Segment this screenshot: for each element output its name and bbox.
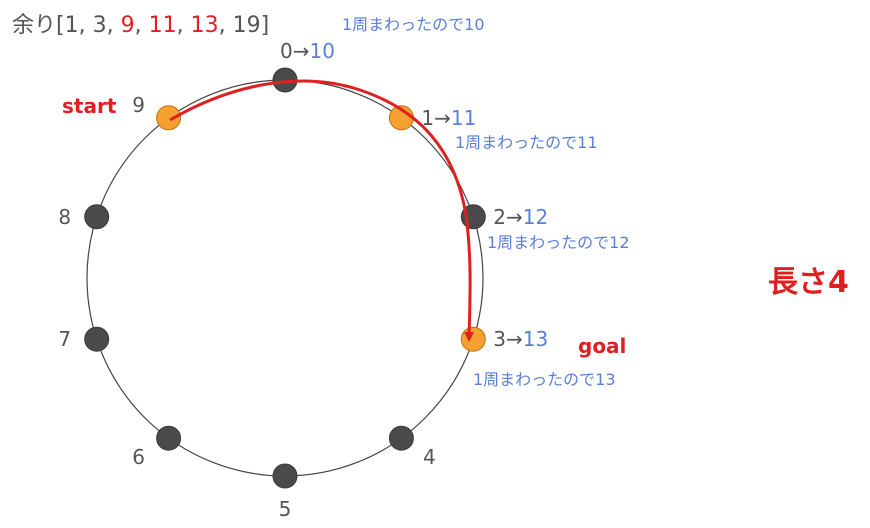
node-label-9: 9 [132, 93, 145, 117]
start-label: start [62, 94, 117, 118]
node-label-4: 4 [423, 445, 436, 469]
remainder-list-suffix: ] [261, 13, 270, 38]
path-arrow [169, 79, 475, 342]
remainder-list-prefix: 余り[ [12, 13, 65, 38]
remainder-value: 1 [65, 13, 79, 38]
node-label-3: 3→13 [493, 327, 548, 351]
node-label-5: 5 [279, 497, 292, 521]
length-label: 長さ4 [768, 265, 849, 300]
node-label-7: 7 [58, 327, 71, 351]
node-label-mapped: 11 [451, 106, 476, 130]
remainder-list: 余り[1, 3, 9, 11, 13, 19] [12, 13, 269, 38]
remainder-separator: , [219, 13, 233, 38]
note-node-2: 1周まわったので12 [487, 233, 630, 252]
goal-label: goal [578, 334, 626, 358]
note-node-3: 1周まわったので13 [473, 370, 616, 389]
remainder-separator: , [177, 13, 191, 38]
node-label-source: 0→ [280, 39, 309, 63]
node-label-1: 1→11 [421, 106, 476, 130]
node-3 [460, 326, 486, 352]
node-label-mapped: 12 [523, 205, 548, 229]
node-9 [156, 105, 182, 131]
node-label-source: 1→ [421, 106, 450, 130]
node-4 [388, 425, 414, 451]
node-label-mapped: 10 [309, 39, 334, 63]
remainder-value: 3 [93, 13, 107, 38]
node-label-8: 8 [58, 205, 71, 229]
cycle-circle [86, 79, 484, 477]
node-7 [84, 326, 110, 352]
node-label-source: 3→ [493, 327, 522, 351]
remainder-separator: , [107, 13, 121, 38]
node-label-2: 2→12 [493, 205, 548, 229]
remainder-value: 13 [191, 13, 219, 38]
node-label-0: 0→10 [280, 39, 335, 63]
node-5 [272, 463, 298, 489]
node-8 [84, 204, 110, 230]
remainder-value: 9 [121, 13, 135, 38]
remainder-separator: , [79, 13, 93, 38]
node-label-mapped: 13 [523, 327, 548, 351]
node-6 [156, 425, 182, 451]
remainder-separator: , [135, 13, 149, 38]
remainder-value: 19 [233, 13, 261, 38]
remainder-value: 11 [149, 13, 177, 38]
node-label-6: 6 [132, 445, 145, 469]
node-label-source: 2→ [493, 205, 522, 229]
note-node-1: 1周まわったので11 [455, 133, 598, 152]
note-node-0: 1周まわったので10 [342, 15, 485, 34]
